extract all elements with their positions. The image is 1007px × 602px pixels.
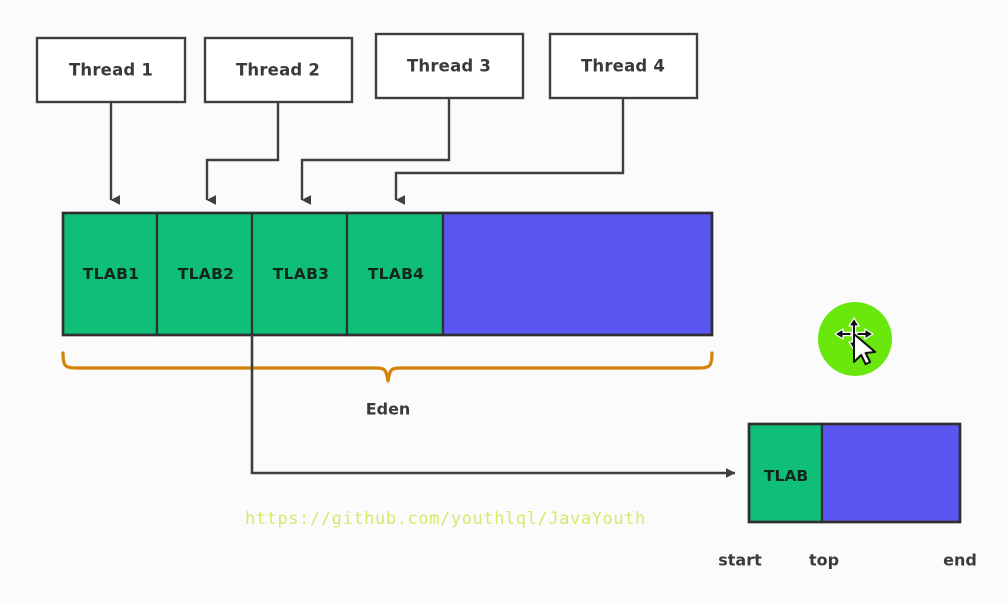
tlab-detail-free (820, 422, 962, 524)
tlab-marker-start: start (718, 550, 762, 570)
tlab-detail-label: TLAB (763, 467, 809, 485)
connector-tlab-to-detail (250, 335, 736, 478)
move-cursor-icon (834, 317, 877, 366)
tlab-marker-top: top (808, 550, 840, 570)
eden-segment-free (441, 211, 714, 337)
connector-thread2-to-tlab2 (205, 102, 280, 205)
arrow-pointer-icon (853, 333, 877, 366)
thread-box-label-4: Thread 4 (580, 56, 666, 76)
thread-box-label-2: Thread 2 (235, 60, 321, 80)
eden-brace-label: Eden (365, 399, 411, 419)
thread-box-1 (35, 36, 187, 104)
eden-segment-label-tlab1: TLAB1 (82, 265, 140, 283)
watermark-url: https://github.com/youthlql/JavaYouth (245, 509, 646, 529)
connector-thread3-to-tlab3 (300, 98, 451, 205)
thread-box-label-1: Thread 1 (68, 60, 154, 80)
thread-box-2 (203, 36, 354, 104)
eden-segment-label-tlab2: TLAB2 (177, 265, 235, 283)
thread-box-label-3: Thread 3 (406, 56, 492, 76)
thread-box-4 (548, 32, 699, 100)
cursor-overlay (818, 302, 892, 376)
eden-segment-label-tlab3: TLAB3 (272, 265, 330, 283)
eden-brace (61, 351, 714, 383)
eden-segment-tlab2 (155, 211, 254, 337)
eden-segment-label-tlab4: TLAB4 (367, 265, 425, 283)
connector-thread4-to-tlab4 (394, 98, 625, 205)
tlab-detail-outline (747, 422, 962, 524)
eden-bar-outline (61, 211, 714, 337)
tlab-marker-end: end (943, 550, 977, 570)
